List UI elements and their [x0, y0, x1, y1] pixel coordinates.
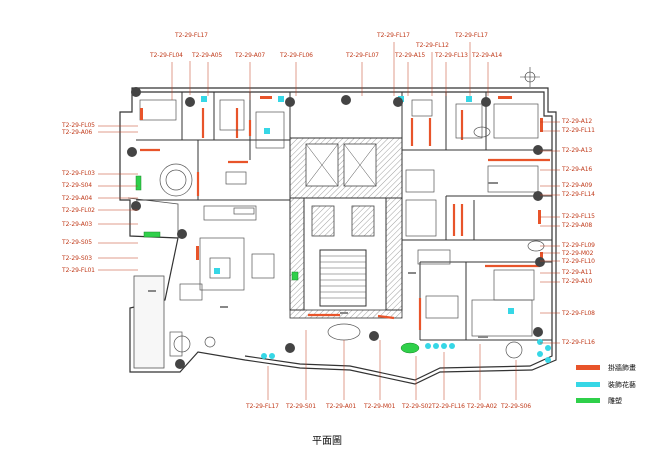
tag-top-6: T2-29-FL07: [346, 52, 379, 59]
tag-left-8: T2-29-S03: [62, 255, 92, 262]
tag-left-5: T2-29-FL02: [62, 207, 95, 214]
north-arrow: [520, 67, 540, 87]
tag-left-2: T2-29-FL03: [62, 170, 95, 177]
building-outline: [119, 87, 557, 385]
tag-left-6: T2-29-A03: [62, 221, 93, 228]
tag-top-8: T2-29-A15: [395, 52, 426, 59]
tag-right-13: T2-29-FL08: [562, 310, 595, 317]
tag-right-9: T2-29-M02: [562, 250, 594, 257]
tag-right-14: T2-29-FL16: [562, 339, 595, 346]
plan-title: 平面圖: [312, 436, 342, 447]
legend-label-sculpture: 雕塑: [608, 397, 622, 405]
structural-columns: [127, 87, 545, 369]
legend-swatch-sculpture: [576, 398, 600, 403]
legend-swatch-wall-art: [576, 365, 600, 370]
tag-right-2: T2-29-A13: [562, 147, 593, 154]
tag-top-4: T2-29-FL06: [280, 52, 313, 59]
tag-left-1: T2-29-A06: [62, 129, 93, 136]
room-label-marks: [148, 182, 498, 338]
tag-top-1: T2-29-FL04: [150, 52, 183, 59]
legend-label-wall-art: 掛牆飾畫: [608, 364, 636, 372]
tag-top-0: T2-29-FL17: [175, 32, 208, 39]
tag-left-0: T2-29-FL05: [62, 122, 95, 129]
balcony-left: [127, 197, 179, 369]
tag-bottom-4: T2-29-S02: [402, 403, 432, 410]
tag-top-3: T2-29-A07: [235, 52, 266, 59]
tag-left-3: T2-29-S04: [62, 182, 92, 189]
tag-bottom-6: T2-29-A02: [467, 403, 498, 410]
tag-right-10: T2-29-FL10: [562, 258, 595, 265]
feature-walls: [140, 108, 550, 330]
tag-bottom-2: T2-29-A01: [326, 403, 357, 410]
central-core: [289, 137, 403, 319]
tag-bottom-0: T2-29-FL17: [246, 403, 279, 410]
legend-swatch-floral: [576, 382, 600, 387]
tag-left-7: T2-29-S05: [62, 239, 92, 246]
tag-bottom-7: T2-29-S06: [501, 403, 531, 410]
tag-right-1: T2-29-FL11: [562, 127, 595, 134]
tag-bottom-1: T2-29-S01: [286, 403, 316, 410]
tag-bottom-3: T2-29-M01: [364, 403, 396, 410]
tag-right-3: T2-29-A16: [562, 166, 593, 173]
tag-left-4: T2-29-A04: [62, 195, 93, 202]
tag-right-7: T2-29-A08: [562, 222, 593, 229]
floral-markers: [201, 96, 551, 363]
sculpture-markers: [135, 175, 420, 354]
tag-bottom-5: T2-29-FL16: [432, 403, 465, 410]
tag-top-2: T2-29-A05: [192, 52, 223, 59]
tag-top-5: T2-29-FL17: [377, 32, 410, 39]
tag-right-11: T2-29-A11: [562, 269, 593, 276]
interior-walls: [136, 92, 552, 341]
tag-right-4: T2-29-A09: [562, 182, 593, 189]
tag-right-5: T2-29-FL14: [562, 191, 595, 198]
tag-right-8: T2-29-FL09: [562, 242, 595, 249]
tag-top-7: T2-29-FL12: [416, 42, 449, 49]
tag-right-12: T2-29-A10: [562, 278, 593, 285]
tag-top-11: T2-29-A14: [472, 52, 503, 59]
tag-right-0: T2-29-A12: [562, 118, 593, 125]
tag-left-9: T2-29-FL01: [62, 267, 95, 274]
tag-top-9: T2-29-FL13: [435, 52, 468, 59]
leader-lines: [98, 42, 560, 400]
furniture: [139, 99, 545, 359]
legend-label-floral: 裝飾花藝: [608, 381, 636, 389]
tag-top-10: T2-29-FL17: [455, 32, 488, 39]
tag-right-6: T2-29-FL15: [562, 213, 595, 220]
